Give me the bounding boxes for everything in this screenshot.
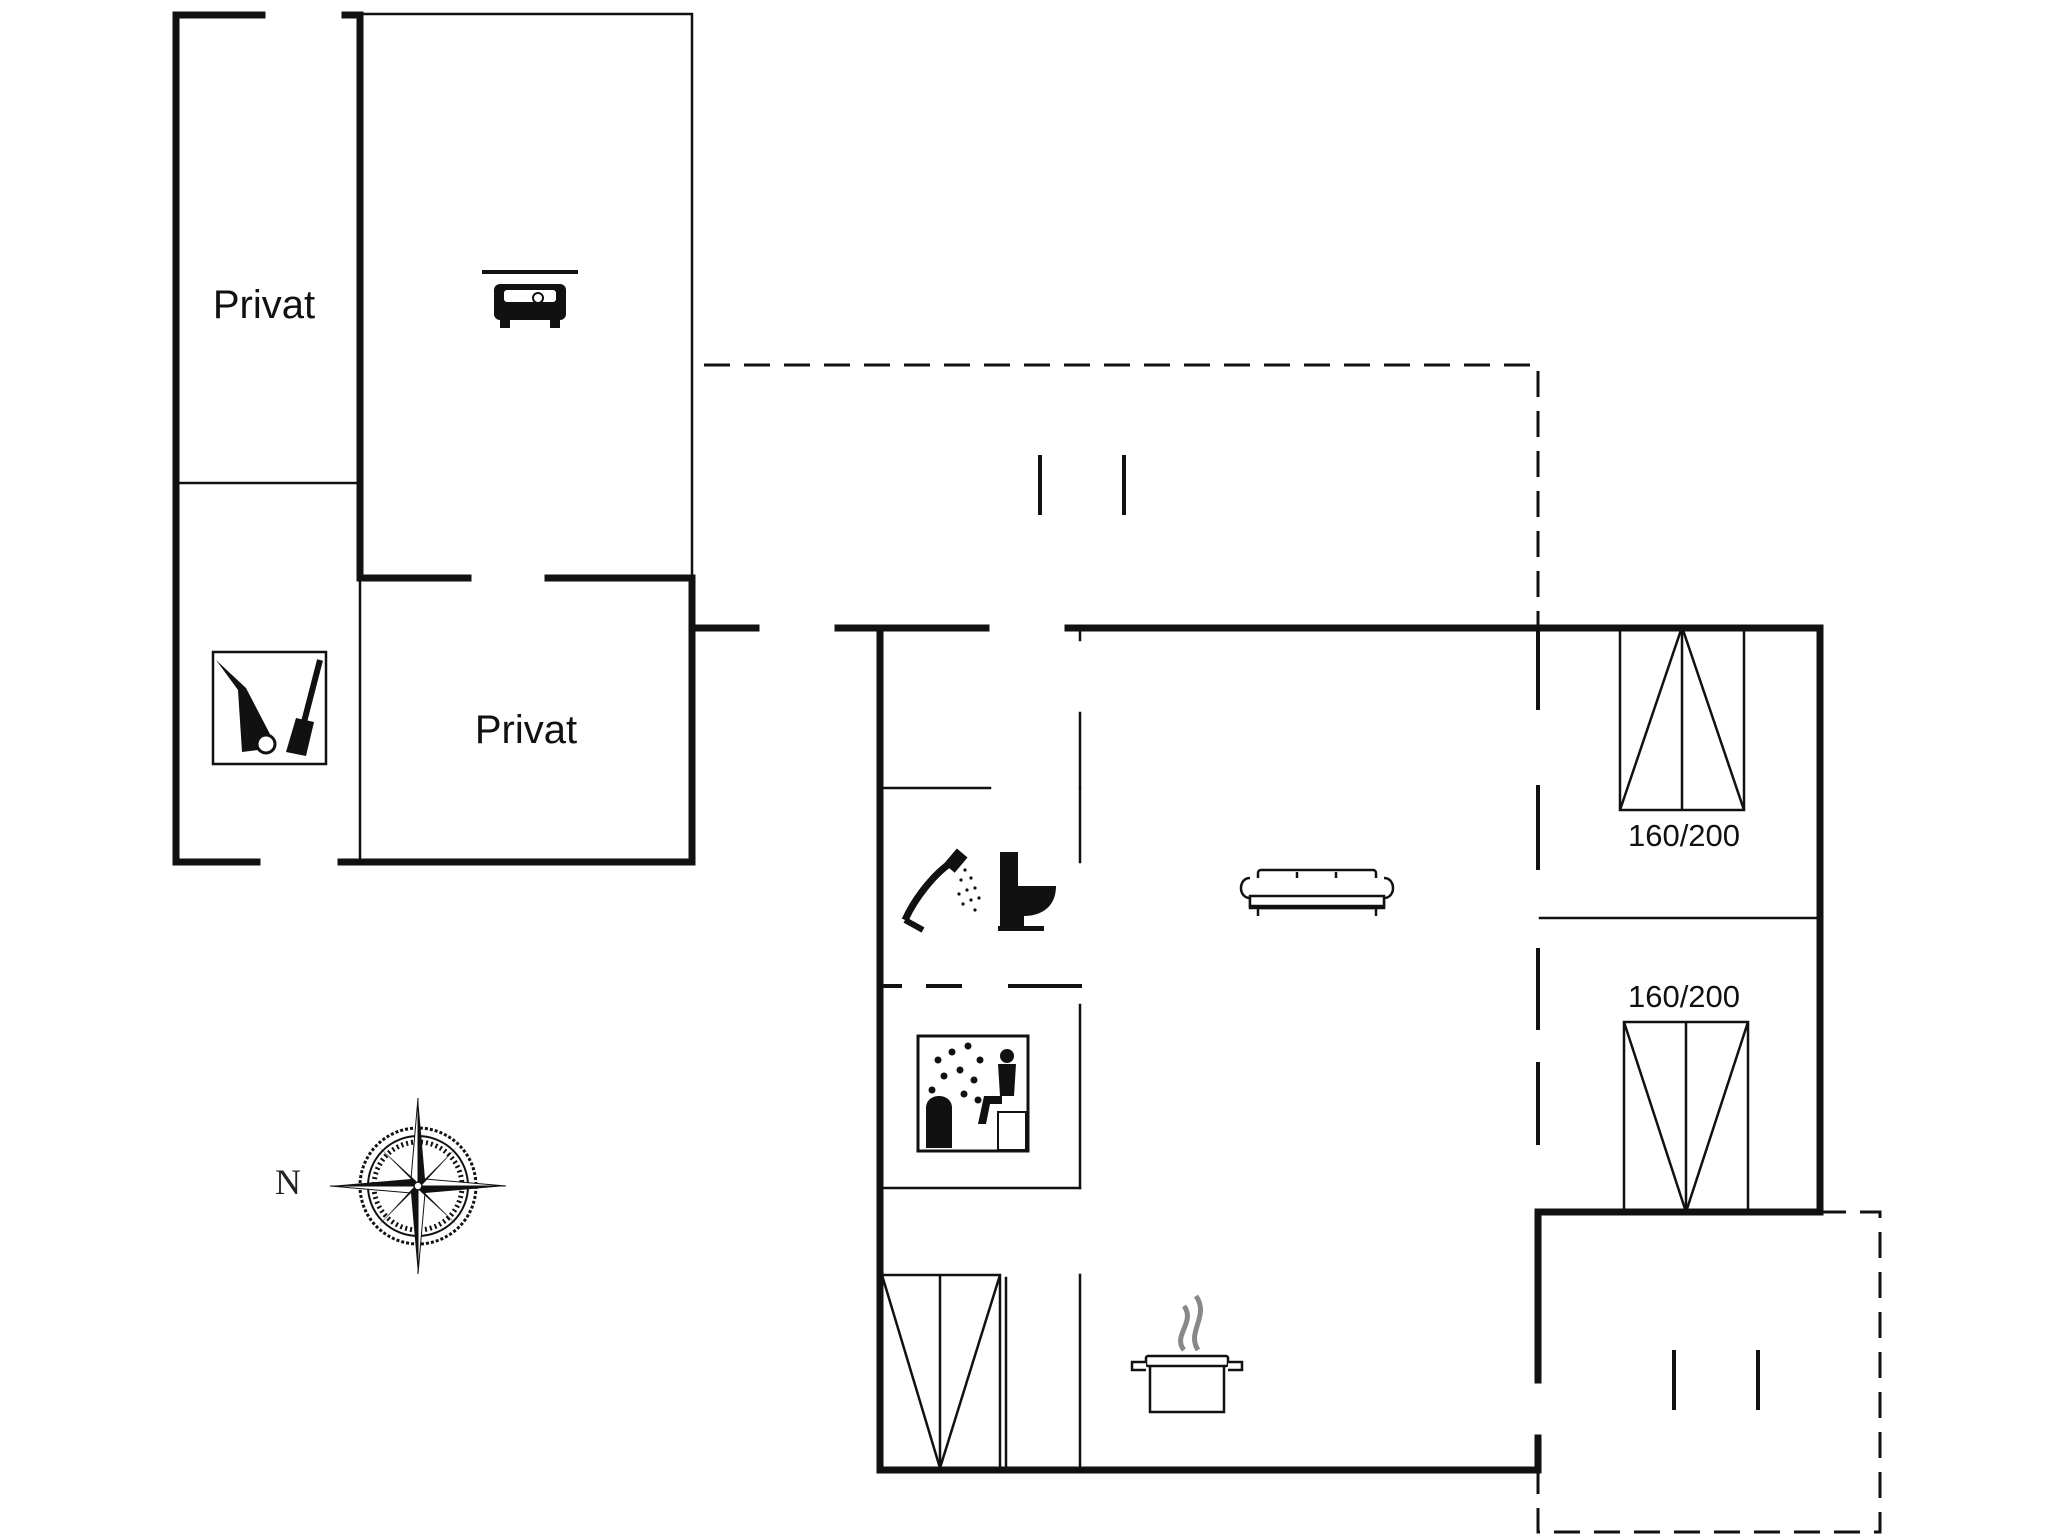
shower-icon [901, 848, 981, 933]
double-bed-icon [1618, 625, 1746, 812]
terrace-markers [1038, 455, 1760, 1410]
wardrobe-icon [880, 1273, 1002, 1470]
bed-size-label-upper: 160/200 [1628, 818, 1740, 853]
sauna-icon [916, 1034, 1030, 1153]
compass-north-label: N [275, 1162, 301, 1202]
room-label-private-upper: Privat [213, 283, 315, 327]
cooking-pot-icon [1130, 1294, 1244, 1414]
compass-rose-icon [329, 1097, 507, 1275]
room-label-private-lower: Privat [475, 708, 577, 752]
sofa-icon [1239, 868, 1395, 916]
double-bed-icon [1622, 1020, 1750, 1214]
bed-size-label-lower: 160/200 [1628, 979, 1740, 1014]
garden-tools-icon [211, 650, 328, 766]
terrace-outline [704, 363, 1882, 1534]
toilet-icon [998, 852, 1056, 931]
garage-car-icon [482, 270, 578, 328]
